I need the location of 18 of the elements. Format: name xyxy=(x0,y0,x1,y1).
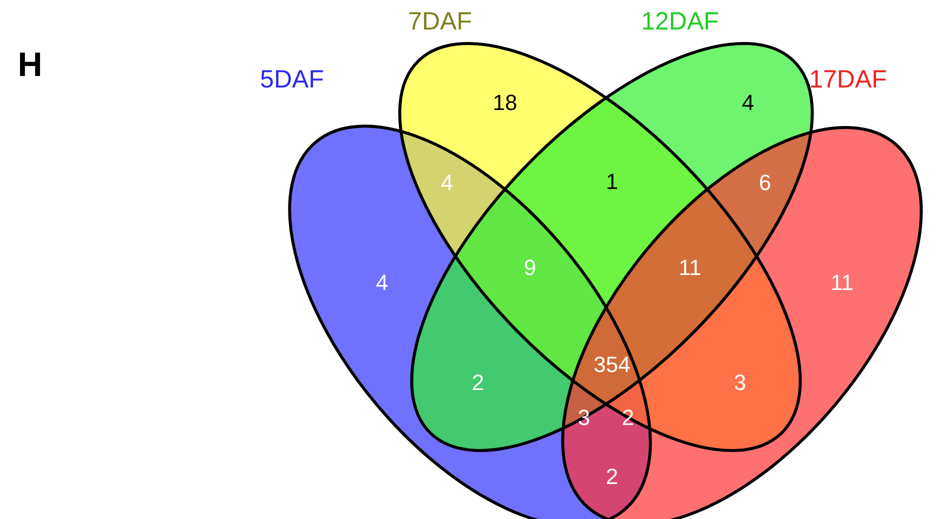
set-label: 5DAF xyxy=(260,68,324,92)
set-label: 7DAF xyxy=(408,10,472,34)
region-count: 4 xyxy=(376,272,388,294)
region-count: 2 xyxy=(606,466,618,488)
region-count: 4 xyxy=(742,92,754,114)
region-count: 6 xyxy=(758,172,772,194)
region-count: 1 xyxy=(606,171,618,193)
region-count: 18 xyxy=(492,92,518,114)
region-count: 11 xyxy=(830,272,854,294)
set-label: 17DAF xyxy=(809,68,887,92)
panel-letter: H xyxy=(18,48,42,82)
region-count: 11 xyxy=(678,257,702,279)
region-count: 4 xyxy=(440,172,454,194)
set-label: 12DAF xyxy=(641,10,719,34)
region-count: 9 xyxy=(524,257,536,279)
region-count: 3 xyxy=(734,372,746,394)
region-count: 354 xyxy=(594,354,630,376)
region-count: 2 xyxy=(472,372,484,394)
